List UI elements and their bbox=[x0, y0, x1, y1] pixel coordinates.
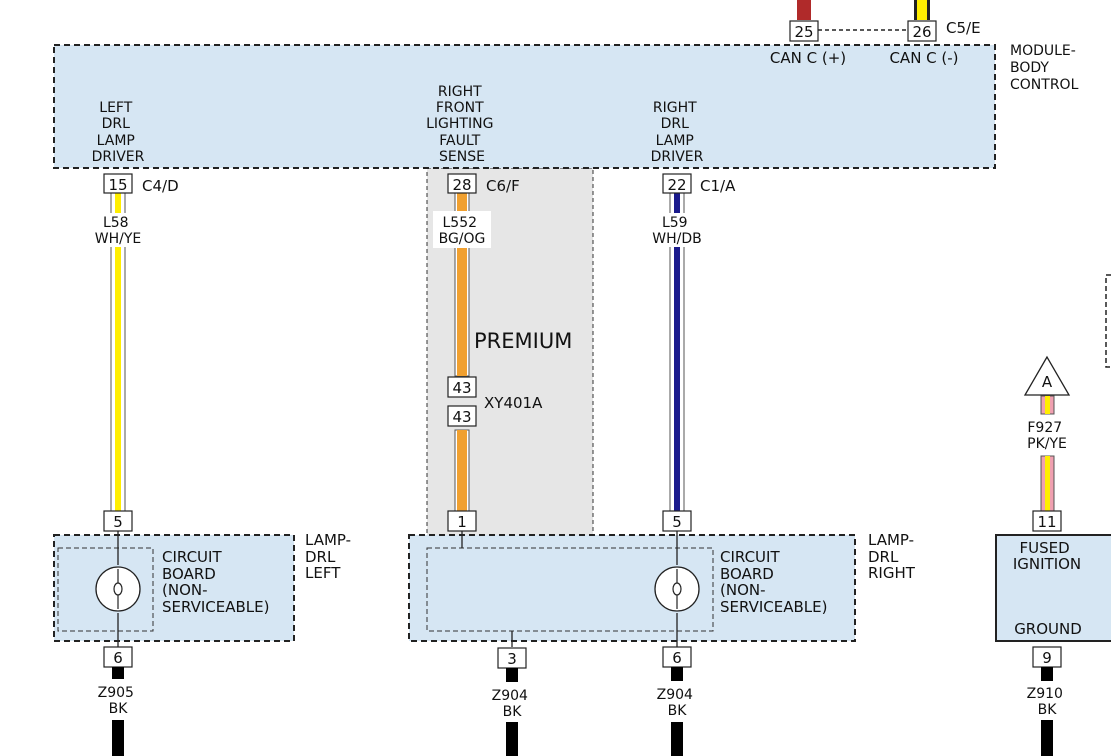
fault-sense-label: RIGHT FRONT LIGHTING FAULT SENSE bbox=[426, 84, 498, 165]
right-wire-blue bbox=[674, 193, 680, 511]
left-wire-yellow bbox=[115, 193, 121, 511]
right-pin-bottom-label: 5 bbox=[672, 513, 682, 531]
pin-can-plus bbox=[789, 20, 819, 42]
right-ground-wire-lower bbox=[671, 722, 683, 756]
bcm-title: MODULE- BODY CONTROL bbox=[1010, 43, 1080, 93]
ignition-pin-top-label: 11 bbox=[1037, 513, 1056, 531]
fault-wire-label-bg bbox=[433, 211, 491, 248]
fault-pin-top bbox=[447, 173, 477, 194]
fault-pin-top-label: 28 bbox=[452, 176, 471, 194]
ignition-ref-label: A bbox=[1042, 373, 1053, 391]
ignition-ref-triangle-icon bbox=[1023, 355, 1071, 396]
right-lamp-filament-icon bbox=[672, 569, 682, 609]
fault-wire-label: L552 BG/OG bbox=[439, 215, 486, 247]
left-wire-label-bg bbox=[88, 213, 148, 247]
lamp-drl-right bbox=[408, 534, 856, 642]
left-pin-ground-label: 6 bbox=[113, 649, 123, 667]
can-minus-text: CAN C (-) bbox=[889, 49, 958, 67]
can-plus-text: CAN C (+) bbox=[770, 49, 846, 67]
left-pin-top-label: 15 bbox=[108, 176, 127, 194]
fault-inline-connector-label: XY401A bbox=[484, 394, 543, 412]
right-ground-label: Z904 BK bbox=[657, 687, 698, 719]
lamp-drl-left bbox=[53, 534, 295, 642]
fault-pin-ground-label: 3 bbox=[507, 650, 517, 668]
ignition-ground-label: Z910 BK bbox=[1027, 686, 1068, 718]
right-ground-wire bbox=[671, 667, 683, 681]
left-pin-bottom-label: 5 bbox=[113, 513, 123, 531]
ignition-pin-ground-label: 9 bbox=[1042, 649, 1052, 667]
left-connector-label: C4/D bbox=[142, 177, 179, 195]
can-minus-wire-core bbox=[917, 0, 927, 20]
right-pin-top bbox=[662, 173, 692, 194]
right-pin-bottom bbox=[662, 510, 692, 532]
right-wire-label: L59 WH/DB bbox=[652, 215, 701, 247]
fused-ignition-title: FUSED IGNITION bbox=[1013, 539, 1081, 573]
pin-can-plus-label: 25 bbox=[794, 23, 813, 41]
fault-inline-pin-b-label: 43 bbox=[452, 408, 471, 426]
ignition-wire-lower-core bbox=[1045, 456, 1050, 511]
left-board-label: CIRCUIT BOARD (NON- SERVICEABLE) bbox=[162, 548, 269, 616]
left-ground-label: Z905 BK bbox=[98, 685, 139, 717]
lamp-right-name: LAMP- DRL RIGHT bbox=[868, 531, 919, 582]
left-driver-label: LEFT DRL LAMP DRIVER bbox=[92, 100, 145, 165]
ignition-wire-label: F927 PK/YE bbox=[1027, 420, 1067, 452]
left-ground-wire bbox=[112, 667, 124, 679]
pin-can-minus-label: 26 bbox=[912, 23, 931, 41]
fault-inline-pin-b bbox=[447, 405, 477, 427]
ignition-offpage-bracket bbox=[1105, 274, 1111, 368]
ignition-ground-wire bbox=[1041, 667, 1053, 681]
fault-pin-bottom-label: 1 bbox=[457, 513, 467, 531]
pin-can-minus bbox=[907, 20, 937, 42]
right-wire-label-bg bbox=[645, 213, 709, 247]
ignition-pin-top bbox=[1032, 510, 1062, 532]
left-ground-wire-lower bbox=[112, 720, 124, 756]
fault-wire-upper-orange bbox=[457, 193, 467, 376]
lamp-left-name: LAMP- DRL LEFT bbox=[305, 531, 356, 582]
right-connector-label: C1/A bbox=[700, 177, 736, 195]
fault-connector-label: C6/F bbox=[486, 177, 520, 195]
fused-ignition-ground-label: GROUND bbox=[1014, 620, 1082, 638]
fault-inline-pin-a bbox=[447, 376, 477, 398]
right-driver-label: RIGHT DRL LAMP DRIVER bbox=[651, 100, 704, 165]
fault-wire-lower-orange bbox=[457, 430, 467, 511]
left-pin-top bbox=[103, 173, 133, 194]
right-circuit-board bbox=[426, 547, 714, 632]
right-pin-top-label: 22 bbox=[667, 176, 686, 194]
can-plus-wire bbox=[797, 0, 811, 20]
fault-ground-wire bbox=[506, 668, 518, 682]
can-connector-label: C5/E bbox=[946, 19, 981, 37]
right-pin-ground-label: 6 bbox=[672, 649, 682, 667]
right-board-label: CIRCUIT BOARD (NON- SERVICEABLE) bbox=[720, 548, 827, 616]
left-wire-label: L58 WH/YE bbox=[95, 215, 141, 247]
left-lamp-filament-icon bbox=[113, 569, 123, 609]
right-lamp-bulb-icon bbox=[654, 566, 700, 612]
premium-label: PREMIUM bbox=[474, 329, 572, 353]
ignition-ground-wire-lower bbox=[1041, 720, 1053, 756]
fused-ignition-box bbox=[995, 534, 1111, 642]
fault-inline-pin-a-label: 43 bbox=[452, 379, 471, 397]
left-lamp-bulb-icon bbox=[95, 566, 141, 612]
left-circuit-board bbox=[57, 547, 154, 632]
body-control-module bbox=[53, 44, 996, 169]
fault-ground-wire-lower bbox=[506, 722, 518, 756]
fault-ground-label: Z904 BK bbox=[492, 688, 533, 720]
ignition-wire-upper-core bbox=[1045, 396, 1050, 414]
